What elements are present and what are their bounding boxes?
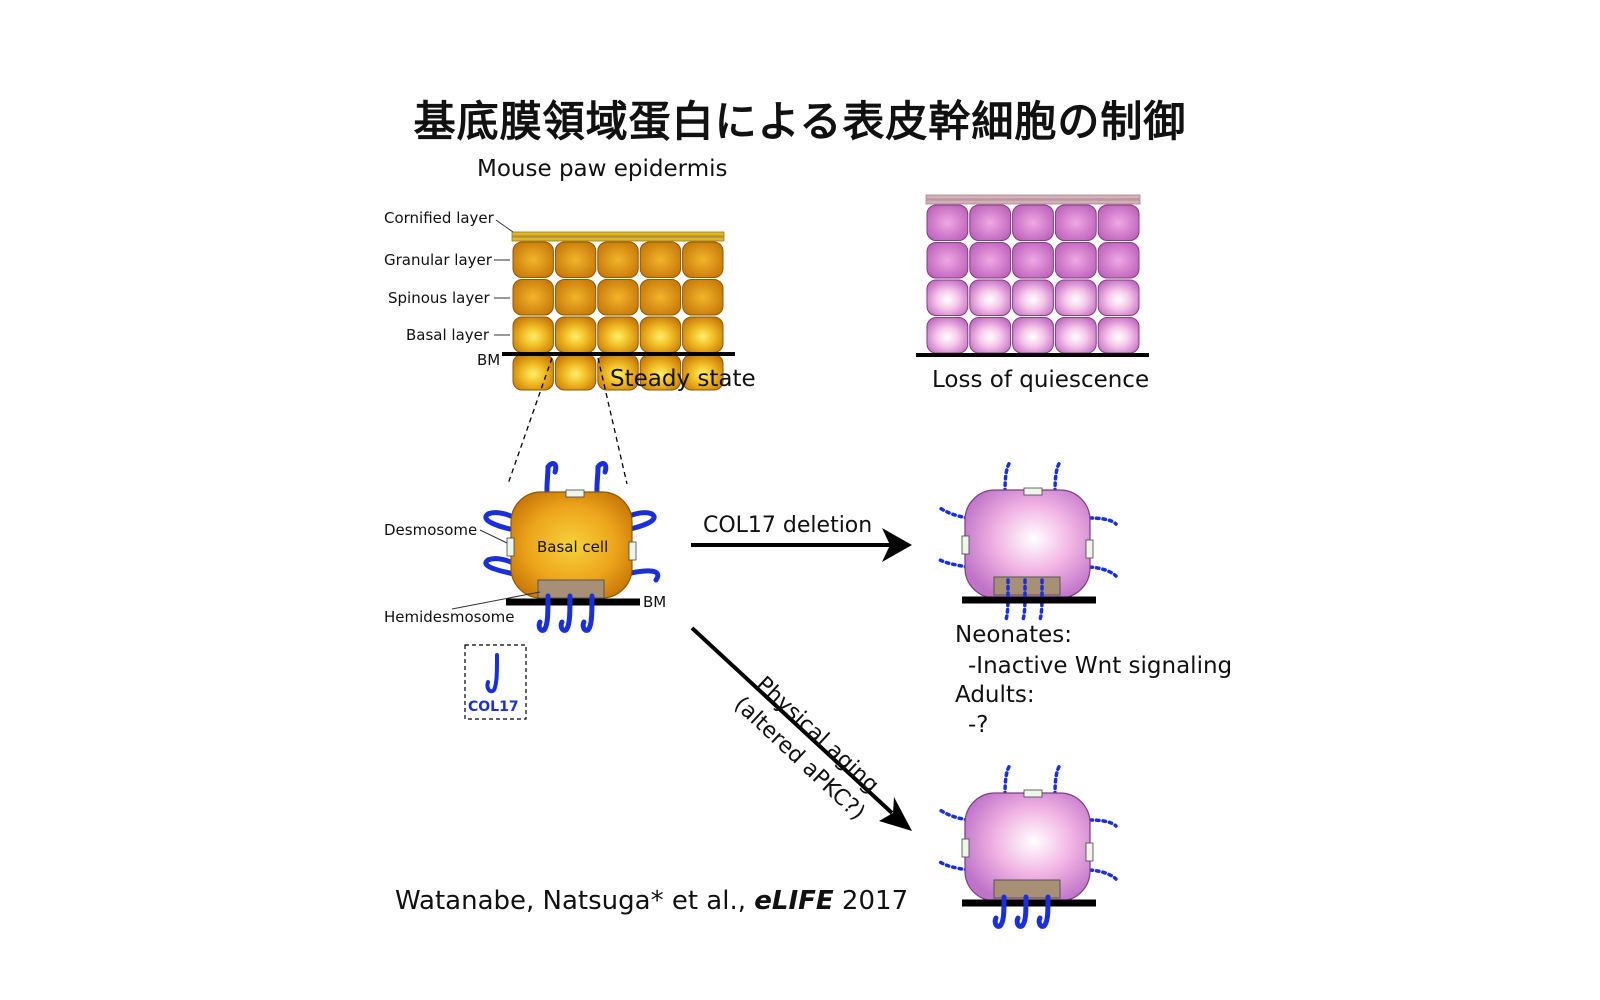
loss-cell bbox=[1012, 279, 1054, 316]
steady-cell bbox=[639, 241, 682, 278]
loss-cell bbox=[1097, 242, 1140, 279]
citation: Watanabe, Natsuga* et al., eLIFE 2017 bbox=[395, 886, 908, 916]
loss-cell bbox=[969, 279, 1012, 316]
steady-cell bbox=[554, 316, 597, 353]
layer-leader-lines bbox=[494, 219, 514, 336]
steady-cell bbox=[597, 279, 639, 316]
loss-cell bbox=[926, 242, 969, 279]
col17-legend-label: COL17 bbox=[468, 699, 519, 715]
steady-cell bbox=[554, 279, 597, 316]
loss-of-quiescence-label: Loss of quiescence bbox=[932, 367, 1150, 393]
loss-cell bbox=[1097, 204, 1140, 241]
aging-cell bbox=[938, 763, 1118, 929]
basal-cell-label: Basal cell bbox=[537, 538, 609, 556]
steady-cell bbox=[682, 279, 724, 316]
outcome-line-2: -Inactive Wnt signaling bbox=[968, 653, 1233, 679]
steady-cell bbox=[597, 241, 639, 278]
citation-journal: eLIFE bbox=[754, 886, 834, 916]
loss-cell bbox=[1097, 317, 1140, 354]
loss-cell bbox=[1012, 242, 1054, 279]
steady-cell bbox=[512, 354, 554, 391]
deletion-arrow-label: COL17 deletion bbox=[703, 513, 873, 538]
citation-year: 2017 bbox=[833, 886, 909, 916]
loss-cell bbox=[969, 204, 1012, 241]
hemidesmosome-label: Hemidesmosome bbox=[384, 608, 515, 626]
loss-cell bbox=[1012, 317, 1054, 354]
zoom-lines bbox=[507, 357, 628, 485]
loss-cell bbox=[1054, 279, 1097, 316]
outcome-line-4: -? bbox=[968, 712, 989, 738]
basal-layer-label: Basal layer bbox=[406, 326, 490, 344]
arrow-aging bbox=[690, 626, 912, 831]
loss-cell bbox=[926, 204, 969, 241]
arrow-deletion bbox=[691, 528, 912, 562]
steady-epidermis bbox=[502, 231, 735, 391]
steady-cell bbox=[639, 279, 682, 316]
page-title: 基底膜領域蛋白による表皮幹細胞の制御 bbox=[413, 97, 1187, 146]
loss-cell bbox=[1054, 242, 1097, 279]
spinous-layer-label: Spinous layer bbox=[388, 289, 490, 307]
deletion-cell bbox=[938, 460, 1118, 622]
outcome-line-1: Neonates: bbox=[955, 622, 1072, 648]
steady-cell bbox=[597, 316, 639, 353]
loss-cell bbox=[926, 317, 969, 354]
loss-cell bbox=[1097, 279, 1140, 316]
steady-cell bbox=[512, 316, 554, 353]
steady-cell bbox=[554, 354, 597, 391]
steady-state-label: Steady state bbox=[610, 366, 756, 392]
steady-cell-grid bbox=[512, 241, 724, 391]
bm-label-cell: BM bbox=[643, 593, 667, 611]
loss-cell bbox=[969, 317, 1012, 354]
steady-basal-cell bbox=[451, 461, 661, 633]
loss-cell-grid bbox=[926, 204, 1140, 354]
loss-cell bbox=[1012, 204, 1054, 241]
desmosome-label: Desmosome bbox=[384, 521, 478, 539]
loss-cell bbox=[926, 279, 969, 316]
steady-cell bbox=[512, 279, 554, 316]
loss-cell bbox=[969, 242, 1012, 279]
steady-cell bbox=[639, 316, 682, 353]
citation-authors: Watanabe, Natsuga* et al., bbox=[395, 886, 755, 916]
loss-epidermis bbox=[916, 194, 1149, 357]
granular-layer-label: Granular layer bbox=[384, 251, 492, 269]
steady-cell bbox=[554, 241, 597, 278]
header-label: Mouse paw epidermis bbox=[477, 156, 728, 182]
cornified-layer-label: Cornified layer bbox=[384, 209, 494, 227]
steady-cell bbox=[682, 241, 724, 278]
loss-cell bbox=[1054, 204, 1097, 241]
steady-cell bbox=[512, 241, 554, 278]
bm-label-top: BM bbox=[477, 351, 501, 369]
col17-legend bbox=[464, 644, 527, 720]
outcome-line-3: Adults: bbox=[955, 682, 1035, 708]
steady-cell bbox=[682, 316, 724, 353]
loss-cell bbox=[1054, 317, 1097, 354]
